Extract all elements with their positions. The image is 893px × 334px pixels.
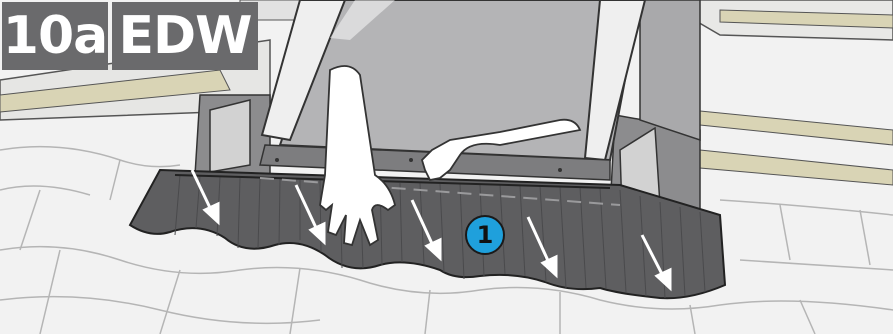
step-number-label: 10a bbox=[2, 2, 108, 70]
callout-badge: 1 bbox=[465, 215, 505, 255]
product-model-label: EDW bbox=[112, 2, 258, 70]
